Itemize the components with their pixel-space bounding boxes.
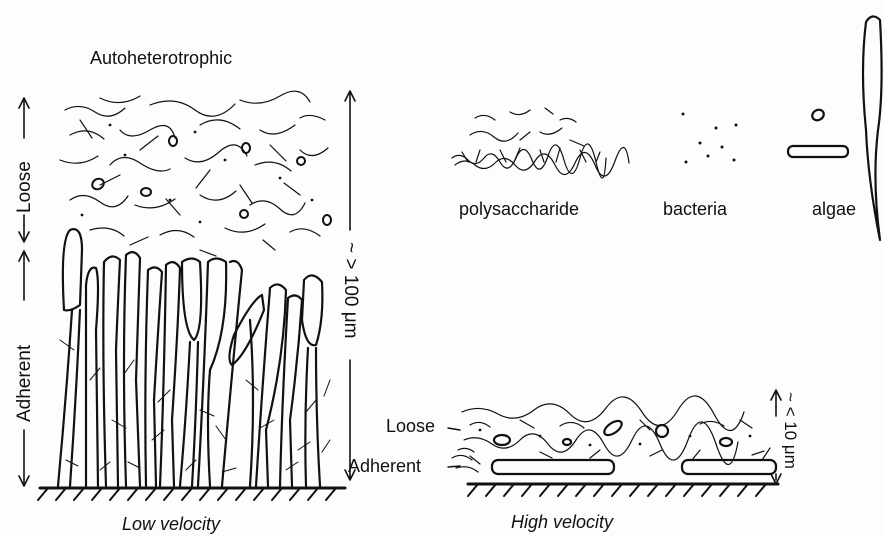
- loose-layer-label-high-velocity: Loose: [386, 416, 435, 437]
- algae-cells-high-velocity: [492, 418, 776, 474]
- thickness-label-low-velocity: ~ > 100 μm: [339, 242, 361, 339]
- label-pointer-loose-high: [448, 428, 460, 430]
- legend-label-algae: algae: [812, 199, 856, 220]
- label-pointer-adherent-high: [448, 466, 460, 467]
- loose-layer-label-low-velocity: Loose: [14, 161, 36, 213]
- adherent-layer-label-high-velocity: Adherent: [348, 456, 421, 477]
- substrate-low-velocity: [38, 488, 345, 500]
- loose-matrix-low-velocity: [60, 91, 328, 256]
- thickness-label-high-velocity: ~ < 10 μm: [780, 392, 800, 469]
- legend-label-polysaccharide: polysaccharide: [459, 199, 579, 220]
- diagram-title: Autoheterotrophic: [90, 48, 232, 69]
- loose-algae-cells: [90, 136, 331, 225]
- caption-low-velocity: Low velocity: [122, 514, 220, 535]
- adherent-filaments-low-velocity: [58, 229, 322, 486]
- adherent-layer-label-low-velocity: Adherent: [14, 345, 36, 422]
- legend-bacteria-symbol: [682, 113, 738, 164]
- legend-polysaccharide-symbol: [452, 108, 629, 178]
- caption-high-velocity: High velocity: [511, 512, 613, 533]
- legend-label-bacteria: bacteria: [663, 199, 727, 220]
- substrate-high-velocity: [468, 484, 778, 496]
